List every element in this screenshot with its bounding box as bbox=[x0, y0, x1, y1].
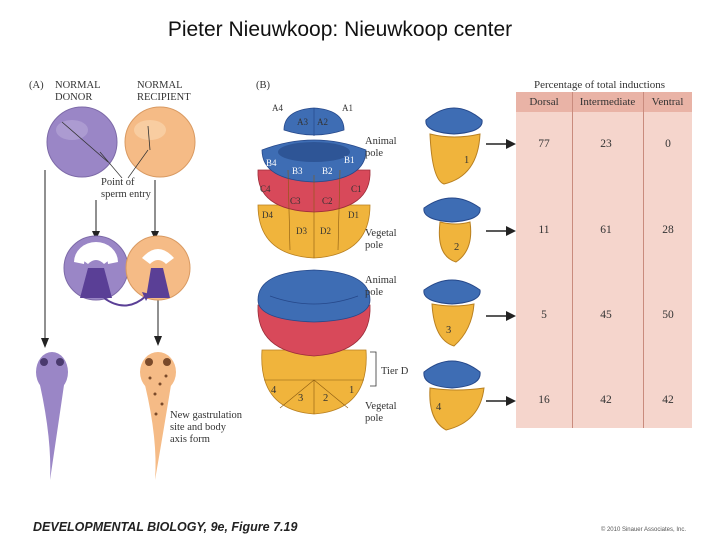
cell-D2: D2 bbox=[320, 226, 331, 236]
animal-pole-upper-2: pole bbox=[365, 148, 384, 159]
vegetal-pole-upper-2: pole bbox=[365, 240, 384, 251]
sperm-entry-line1: Point of bbox=[101, 177, 135, 188]
recipient-tadpole bbox=[140, 352, 176, 480]
cell-r4-dorsal: 16 bbox=[538, 394, 550, 406]
cell-r3-dorsal: 5 bbox=[541, 309, 547, 321]
table-title: Percentage of total inductions bbox=[534, 79, 666, 91]
cell-B3: B3 bbox=[292, 166, 303, 176]
vegetal-pole-upper-1: Vegetal bbox=[365, 228, 397, 239]
animal-pole-upper-1: Animal bbox=[365, 136, 397, 147]
cell-C4: C4 bbox=[260, 184, 271, 194]
animal-pole-lower-2: pole bbox=[365, 287, 384, 298]
cell-r1-dorsal: 77 bbox=[538, 138, 550, 150]
cell-A3: A3 bbox=[297, 117, 308, 127]
explant-3 bbox=[423, 279, 481, 347]
animal-pole-lower-1: Animal bbox=[365, 275, 397, 286]
vegetal-pole-lower-1: Vegetal bbox=[365, 401, 397, 412]
cell-D3: D3 bbox=[296, 226, 307, 236]
sperm-entry-line2: sperm entry bbox=[101, 189, 151, 200]
explant-4 bbox=[423, 360, 485, 431]
new-axis-line2: site and body bbox=[170, 422, 226, 433]
recipient-embryo bbox=[124, 106, 196, 178]
table-header-row bbox=[516, 92, 692, 112]
tier-number-1: 1 bbox=[349, 385, 355, 396]
header-intermediate: Intermediate bbox=[579, 96, 636, 108]
cell-D4: D4 bbox=[262, 210, 273, 220]
cell-r2-ventral: 28 bbox=[662, 224, 674, 236]
explant-number-1: 1 bbox=[464, 155, 470, 166]
cell-A2: A2 bbox=[317, 117, 328, 127]
donor-tadpole bbox=[36, 352, 68, 480]
header-dorsal: Dorsal bbox=[529, 96, 559, 108]
cell-r1-intermediate: 23 bbox=[600, 138, 612, 150]
donor-label-line1: NORMAL bbox=[55, 80, 101, 91]
cell-A4: A4 bbox=[272, 103, 283, 113]
cell-r3-ventral: 50 bbox=[662, 309, 674, 321]
cell-r3-intermediate: 45 bbox=[600, 309, 612, 321]
header-ventral: Ventral bbox=[651, 96, 684, 108]
explant-number-4: 4 bbox=[436, 402, 442, 413]
tier-number-3: 3 bbox=[298, 393, 304, 404]
cell-r4-intermediate: 42 bbox=[600, 394, 612, 406]
donor-label-line2: DONOR bbox=[55, 92, 93, 103]
inductions-table: Dorsal Intermediate Ventral 77 23 0 11 6… bbox=[516, 92, 692, 428]
explant-1 bbox=[425, 107, 483, 185]
cell-C2: C2 bbox=[322, 196, 333, 206]
cell-r2-intermediate: 61 bbox=[600, 224, 612, 236]
new-axis-line1: New gastrulation bbox=[170, 410, 243, 421]
cell-D1: D1 bbox=[348, 210, 359, 220]
panel-b-letter: (B) bbox=[256, 80, 270, 91]
explant-number-3: 3 bbox=[446, 325, 452, 336]
tier-number-2: 2 bbox=[323, 393, 329, 404]
cell-r2-dorsal: 11 bbox=[538, 224, 550, 236]
explant-2 bbox=[423, 197, 481, 263]
recipient-label-line2: RECIPIENT bbox=[137, 92, 191, 103]
cell-C1: C1 bbox=[351, 184, 362, 194]
tier-d-label: Tier D bbox=[381, 366, 409, 377]
cell-B2: B2 bbox=[322, 166, 333, 176]
panel-a-letter: (A) bbox=[29, 80, 44, 91]
cell-r4-ventral: 42 bbox=[662, 394, 674, 406]
cell-B1: B1 bbox=[344, 155, 355, 165]
cell-r1-ventral: 0 bbox=[665, 138, 671, 150]
new-axis-line3: axis form bbox=[170, 434, 210, 445]
recipient-label-line1: NORMAL bbox=[137, 80, 183, 91]
slide-title: Pieter Nieuwkoop: Nieuwkoop center bbox=[167, 18, 513, 41]
cell-B4: B4 bbox=[266, 158, 277, 168]
copyright-notice: © 2010 Sinauer Associates, Inc. bbox=[600, 527, 686, 533]
tier-number-4: 4 bbox=[271, 385, 277, 396]
figure-caption: DEVELOPMENTAL BIOLOGY, 9e, Figure 7.19 bbox=[33, 520, 298, 534]
cell-A1: A1 bbox=[342, 103, 353, 113]
explant-number-2: 2 bbox=[454, 242, 460, 253]
vegetal-pole-lower-2: pole bbox=[365, 413, 384, 424]
cell-C3: C3 bbox=[290, 196, 301, 206]
donor-embryo bbox=[46, 106, 118, 178]
